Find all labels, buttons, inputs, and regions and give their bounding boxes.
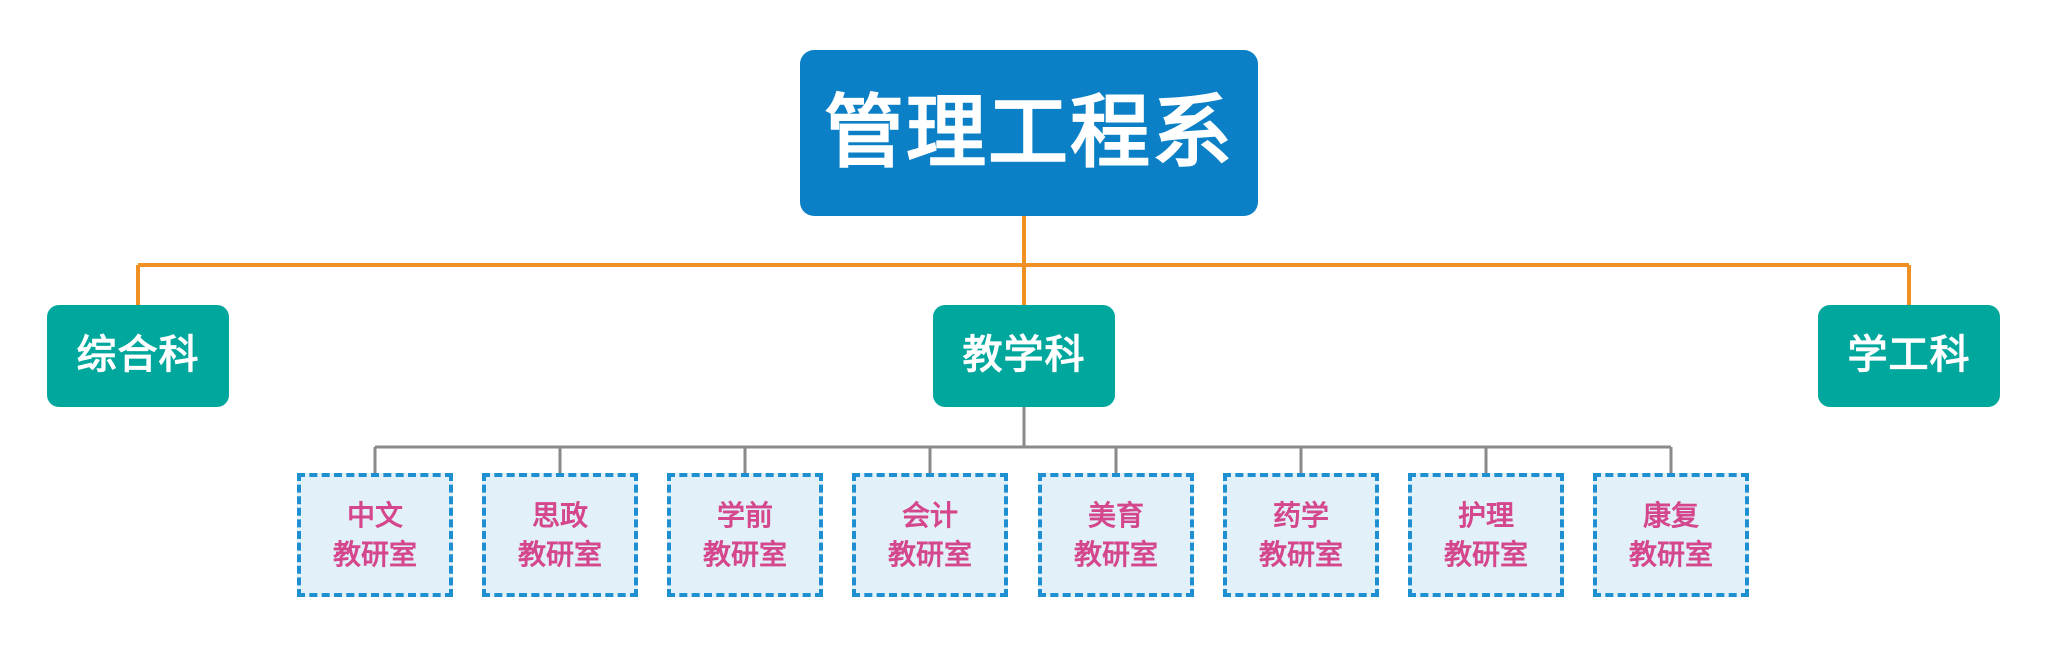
- node-office-xueqian[interactable]: 学前 教研室: [667, 473, 823, 597]
- node-office-yaoxue[interactable]: 药学 教研室: [1223, 473, 1379, 597]
- node-office-label-line1: 药学: [1272, 499, 1329, 531]
- node-office-sizheng[interactable]: 思政 教研室: [482, 473, 638, 597]
- node-section-label: 综合科: [76, 333, 200, 378]
- node-section-xuegong[interactable]: 学工科: [1818, 305, 2000, 407]
- node-office-label-line1: 护理: [1457, 499, 1514, 531]
- node-section-jiaoxue[interactable]: 教学科: [933, 305, 1115, 407]
- node-office-label-line2: 教研室: [1258, 539, 1343, 570]
- node-office-kangfu[interactable]: 康复 教研室: [1593, 473, 1749, 597]
- node-office-label-line1: 思政: [531, 499, 588, 531]
- node-office-label-line2: 教研室: [332, 539, 417, 570]
- node-office-kuaiji[interactable]: 会计 教研室: [852, 473, 1008, 597]
- node-office-label-line1: 康复: [1642, 499, 1699, 531]
- node-section-zonghe[interactable]: 综合科: [47, 305, 229, 407]
- node-section-label: 教学科: [962, 333, 1086, 378]
- node-office-label-line1: 学前: [716, 499, 773, 531]
- node-office-label-line2: 教研室: [1443, 539, 1528, 570]
- node-office-huli[interactable]: 护理 教研室: [1408, 473, 1564, 597]
- node-office-zhongwen[interactable]: 中文 教研室: [297, 473, 453, 597]
- node-office-label-line1: 会计: [901, 499, 958, 531]
- node-office-label-line2: 教研室: [887, 539, 972, 570]
- node-office-label-line2: 教研室: [702, 539, 787, 570]
- node-section-label: 学工科: [1847, 333, 1971, 378]
- node-office-label-line2: 教研室: [517, 539, 602, 570]
- root-to-sections-connectors: [136, 216, 1911, 307]
- node-office-meiyu[interactable]: 美育 教研室: [1038, 473, 1194, 597]
- node-root-department[interactable]: 管理工程系: [800, 50, 1258, 216]
- node-office-label-line2: 教研室: [1073, 539, 1158, 570]
- node-office-label-line1: 中文: [346, 499, 403, 531]
- node-office-label-line2: 教研室: [1628, 539, 1713, 570]
- node-office-label-line1: 美育: [1087, 499, 1144, 531]
- node-root-label: 管理工程系: [824, 87, 1234, 177]
